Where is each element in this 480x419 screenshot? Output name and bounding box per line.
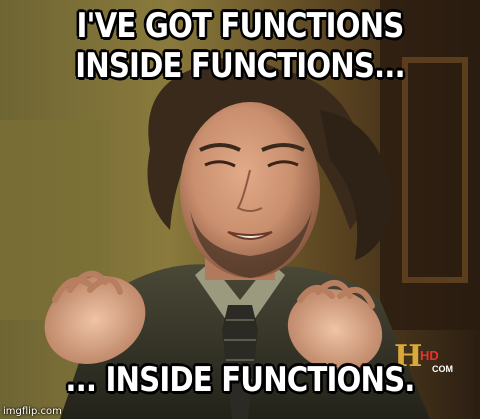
logo-com-mark: COM [432, 364, 453, 374]
background-frame [402, 57, 468, 283]
beard [190, 210, 312, 278]
left-hand-fingers [52, 270, 123, 303]
top-caption-line2: INSIDE FUNCTIONS... [75, 46, 405, 86]
left-hand [44, 276, 146, 364]
face [180, 102, 320, 278]
hair-right-volume [320, 110, 395, 260]
left-eyebrow [199, 143, 241, 152]
channel-logo: H HD COM [380, 338, 460, 388]
bottom-caption: ... INSIDE FUNCTIONS. [65, 360, 415, 400]
right-hand [287, 288, 383, 372]
hair [147, 57, 368, 230]
mouth [227, 231, 273, 240]
necktie [222, 305, 258, 419]
nose [236, 169, 263, 212]
right-eye [267, 160, 299, 168]
watermark: imgflip.com [3, 406, 62, 417]
logo-hd-mark: HD [420, 348, 439, 363]
right-hand-fingers [297, 280, 375, 309]
shirt-collar [195, 262, 285, 340]
left-eye [204, 160, 236, 168]
necktie-pattern [224, 319, 256, 381]
logo-letter: H [394, 339, 423, 374]
top-caption: I'VE GOT FUNCTIONS INSIDE FUNCTIONS... [34, 6, 447, 86]
right-eyebrow [261, 143, 305, 152]
top-caption-line1: I'VE GOT FUNCTIONS [76, 6, 405, 46]
